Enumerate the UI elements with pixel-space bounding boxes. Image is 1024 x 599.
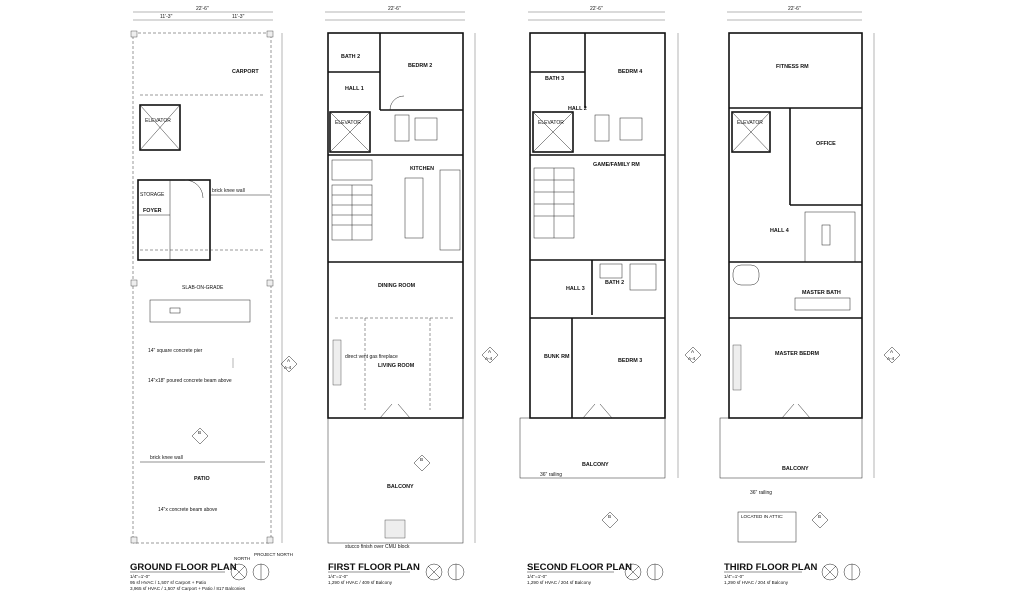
second-room-bedrm4: BEDRM 4: [618, 69, 642, 75]
first-dim-overall: 22'-6": [388, 6, 401, 12]
third-room-office: OFFICE: [816, 141, 836, 147]
second-note-railing: 36" railing: [540, 472, 562, 478]
ground-note-beam2: 14"x concrete beam above: [158, 507, 218, 513]
ground-section-sheet: A-4: [284, 365, 292, 370]
ground-room-patio: PATIO: [194, 476, 210, 482]
second-section-b-letter: B: [608, 514, 611, 519]
first-floor-plan: 22'-6" BATH 2 BEDRM 2 HALL 1 ELEVATOR KI…: [325, 6, 499, 585]
third-room-masterbedrm: MASTER BEDRM: [775, 351, 820, 357]
third-room-elevator: ELEVATOR: [737, 120, 763, 126]
first-room-bath2: BATH 2: [341, 54, 360, 60]
second-north-arrow-icon: [624, 563, 642, 581]
third-plan-area: 1,290 sf HVAC / 204 sf Balcony: [724, 580, 789, 585]
third-section-b-icon: [811, 511, 829, 529]
second-plan-area: 1,290 sf HVAC / 204 sf Balcony: [527, 580, 592, 585]
first-room-bedrm2: BEDRM 2: [408, 63, 432, 69]
first-room-hall1: HALL 1: [345, 86, 364, 92]
first-section-b-letter: B: [420, 457, 423, 462]
ground-section-b-icon: [191, 427, 209, 445]
first-note-fireplace: direct vent gas fireplace: [345, 354, 398, 360]
first-room-dining: DINING ROOM: [378, 283, 416, 289]
ground-dim-overall: 22'-6": [196, 6, 209, 12]
first-note-stucco: stucco finish over CMU block: [345, 544, 410, 550]
first-room-living: LIVING ROOM: [378, 363, 415, 369]
first-plan-title: FIRST FLOOR PLAN: [328, 562, 420, 573]
ground-section-b-letter: B: [198, 430, 201, 435]
second-section-letter: A: [691, 349, 695, 354]
second-room-bedrm3: BEDRM 3: [618, 358, 642, 364]
ground-dim-b: 11'-3": [232, 14, 245, 20]
first-room-kitchen: KITCHEN: [410, 166, 434, 172]
third-north-arrow-icon: [821, 563, 839, 581]
first-room-elevator: ELEVATOR: [335, 120, 361, 126]
ground-note-brick2: brick knee wall: [150, 455, 183, 461]
third-room-fitness: FITNESS RM: [776, 64, 809, 70]
third-room-balcony: BALCONY: [782, 466, 809, 472]
ground-room-foyer: FOYER: [143, 208, 162, 214]
third-note-attic: LOCATED IN ATTIC:: [741, 514, 783, 519]
ground-project-north-label: PROJECT NORTH: [254, 552, 293, 557]
first-section-sheet: A-4: [485, 356, 493, 361]
first-section-marker-icon: [481, 346, 499, 364]
ground-floor-plan: 22'-6" 11'-3" 11'-3" ELEVATOR FOYER STOR…: [130, 6, 298, 591]
second-section-marker-icon: [684, 346, 702, 364]
first-section-b-icon: [413, 454, 431, 472]
first-stairs: [331, 184, 373, 241]
third-section-sheet: A-4: [887, 356, 895, 361]
third-section-b-letter: B: [818, 514, 821, 519]
ground-room-elevator: ELEVATOR: [145, 118, 171, 124]
second-room-bunk: BUNK RM: [544, 354, 570, 360]
third-room-hall4: HALL 4: [770, 228, 789, 234]
second-room-hall3: HALL 3: [566, 286, 585, 292]
second-room-balcony: BALCONY: [582, 462, 609, 468]
ground-note-slab: SLAB-ON-GRADE: [182, 285, 224, 291]
third-floor-plan: 22'-6" FITNESS RM ELEVATOR OFFICE HALL 4…: [719, 6, 901, 585]
second-section-b-icon: [601, 511, 619, 529]
third-plan-scale: 1/4"=1'-0": [724, 574, 744, 579]
ground-section-marker-icon: [280, 355, 298, 373]
ground-dim-a: 11'-3": [160, 14, 173, 20]
ground-note-brick1: brick knee wall: [212, 188, 245, 194]
ground-plan-scale: 1/4"=1'-0": [130, 574, 150, 579]
second-room-hall2: HALL 2: [568, 106, 587, 112]
ground-plan-total: 3,965 sf HVAC / 1,507 sf Carport + Patio…: [130, 586, 246, 591]
first-plan-scale: 1/4"=1'-0": [328, 574, 348, 579]
third-section-marker-icon: [883, 346, 901, 364]
third-room-masterbath: MASTER BATH: [802, 290, 841, 296]
ground-plan-area: 95 sf HVAC / 1,507 sf Carport + Patio: [130, 580, 207, 585]
second-room-bath2: BATH 2: [605, 280, 624, 286]
ground-section-letter: A: [287, 358, 291, 363]
third-plan-title: THIRD FLOOR PLAN: [724, 562, 818, 573]
second-stairs: [533, 167, 575, 239]
ground-north-arrow-icon: [230, 563, 248, 581]
first-section-letter: A: [488, 349, 492, 354]
second-plan-title: SECOND FLOOR PLAN: [527, 562, 632, 573]
second-room-gameroom: GAME/FAMILY RM: [593, 162, 640, 168]
ground-plan-title: GROUND FLOOR PLAN: [130, 562, 237, 573]
first-north-arrow-icon: [425, 563, 443, 581]
ground-north-label: NORTH: [234, 556, 250, 561]
ground-room-storage: STORAGE: [140, 192, 165, 198]
second-section-sheet: A-4: [688, 356, 696, 361]
second-dim-overall: 22'-6": [590, 6, 603, 12]
ground-note-pier: 14" square concrete pier: [148, 348, 203, 354]
ground-room-carport: CARPORT: [232, 69, 259, 75]
ground-note-beam: 14"x18" poured concrete beam above: [148, 378, 232, 384]
third-dim-overall: 22'-6": [788, 6, 801, 12]
third-note-railing: 36" railing: [750, 490, 772, 496]
first-room-balcony: BALCONY: [387, 484, 414, 490]
second-plan-scale: 1/4"=1'-0": [527, 574, 547, 579]
third-section-letter: A: [890, 349, 894, 354]
first-plan-area: 1,290 sf HVAC / 409 sf Balcony: [328, 580, 393, 585]
second-room-elevator: ELEVATOR: [538, 120, 564, 126]
second-room-bath3: BATH 3: [545, 76, 564, 82]
second-floor-plan: 22'-6" BATH 3 BEDRM 4 HALL 2 ELEVATOR GA…: [519, 6, 702, 585]
